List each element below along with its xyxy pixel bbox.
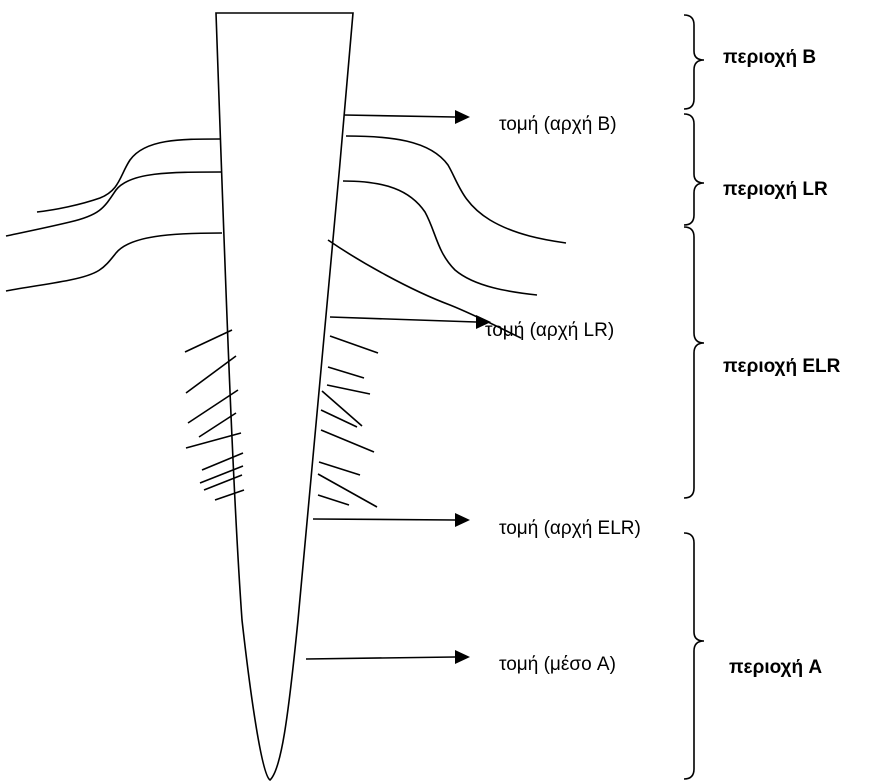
region-label-elr: περιοχή ELR	[723, 356, 841, 377]
left-wavy-line-2	[6, 172, 221, 236]
brace-region-b	[684, 15, 704, 109]
region-label-a: περιοχή A	[729, 657, 822, 678]
right-wavy-line-1	[346, 136, 566, 243]
left-wavy-line-1	[37, 139, 220, 212]
region-label-b: περιοχή B	[723, 47, 816, 68]
cut-arrow-lr-start	[330, 315, 491, 329]
brace-region-a	[684, 533, 704, 779]
left-wavy-line-3	[6, 233, 222, 291]
right-wavy-line-2	[343, 181, 537, 295]
left-root-hairs	[185, 330, 244, 500]
cut-label-b-start: τομή (αρχή B)	[499, 114, 617, 135]
root-outline	[216, 13, 353, 780]
cut-arrow-elr-start	[313, 513, 470, 527]
right-root-hairs	[318, 336, 378, 507]
cut-label-a-middle: τομή (μέσο A)	[499, 654, 616, 675]
cut-label-lr-start: τομή (αρχή LR)	[485, 320, 614, 341]
cut-arrow-a-middle	[306, 650, 470, 664]
brace-region-lr	[684, 114, 704, 225]
cut-arrow-b-start	[344, 110, 470, 124]
region-label-lr: περιοχή LR	[723, 179, 828, 200]
cut-label-elr-start: τομή (αρχή ELR)	[499, 518, 641, 539]
brace-region-elr	[684, 227, 704, 498]
